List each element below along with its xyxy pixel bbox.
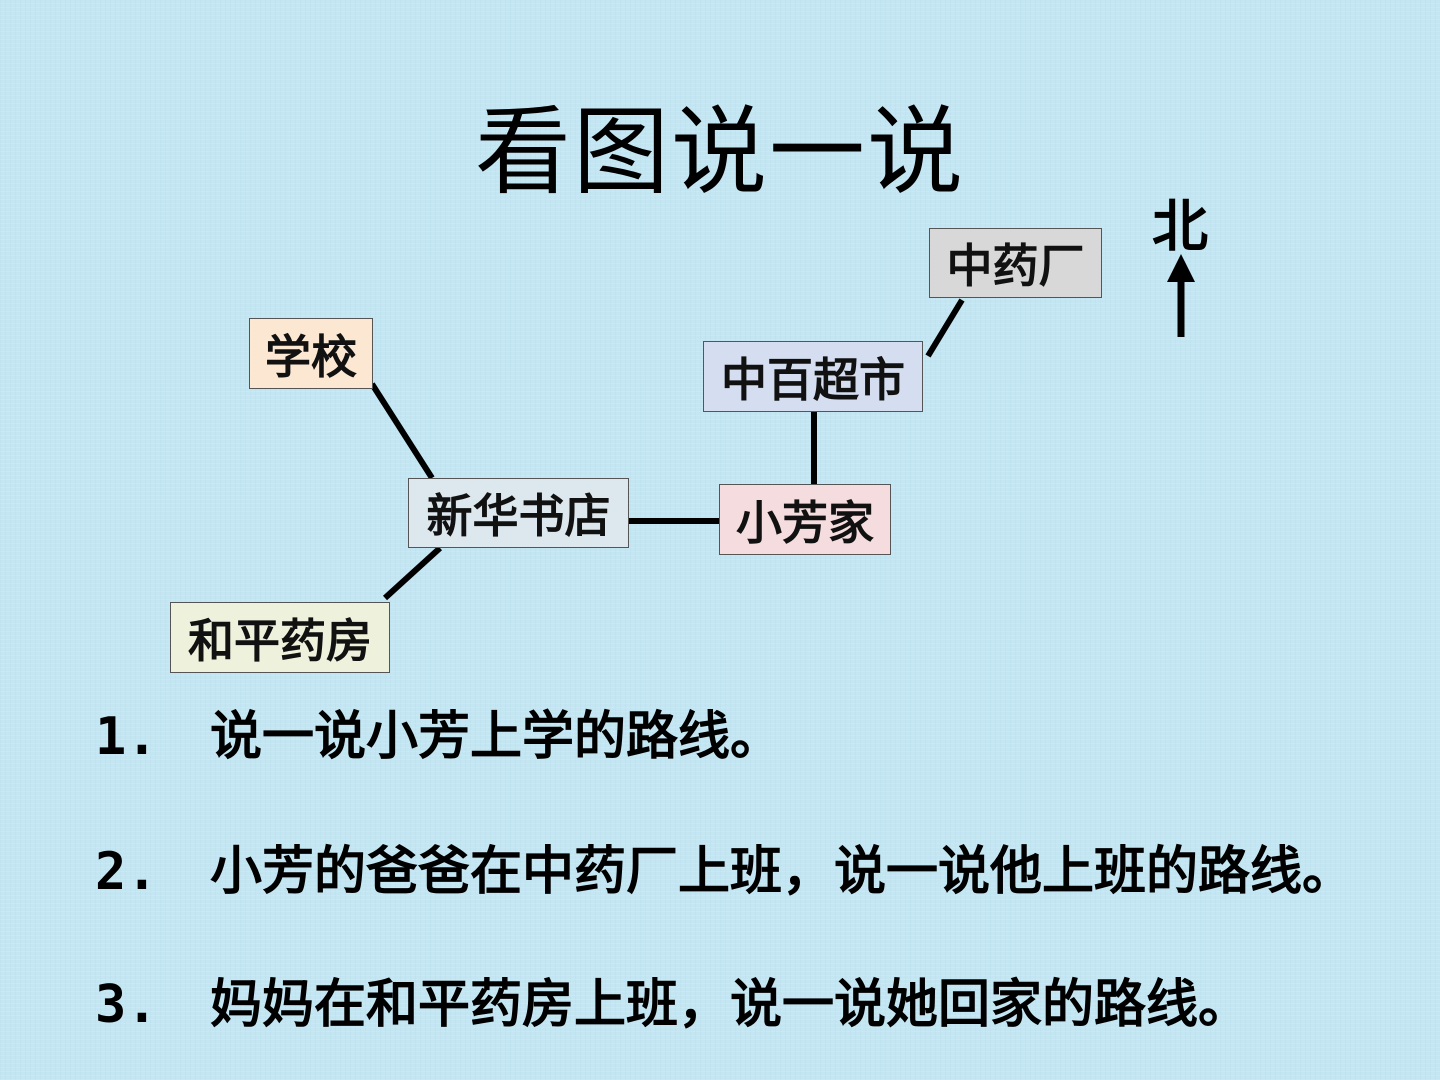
question-text: 小芳的爸爸在中药厂上班，说一说他上班的路线。	[210, 842, 1355, 902]
page-title: 看图说一说	[475, 96, 965, 208]
question-2: 2. 小芳的爸爸在中药厂上班，说一说他上班的路线。	[95, 840, 1354, 904]
question-number: 2.	[95, 842, 158, 902]
north-label: 北	[1152, 195, 1208, 260]
school-box: 学校	[249, 318, 373, 389]
supermarket-box: 中百超市	[703, 341, 923, 412]
bookstore-box: 新华书店	[408, 478, 629, 548]
route-supermarket-factory	[925, 298, 965, 358]
route-school-bookstore	[369, 382, 435, 480]
question-3: 3. 妈妈在和平药房上班，说一说她回家的路线。	[95, 973, 1250, 1037]
home-box: 小芳家	[719, 484, 891, 555]
route-bookstore-pharmacy	[382, 545, 443, 601]
question-text: 妈妈在和平药房上班，说一说她回家的路线。	[210, 975, 1251, 1035]
question-text: 说一说小芳上学的路线。	[210, 707, 783, 767]
pharmacy-box: 和平药房	[170, 602, 390, 673]
question-number: 3.	[95, 975, 158, 1035]
factory-box: 中药厂	[929, 228, 1102, 298]
question-number: 1.	[95, 707, 158, 767]
question-1: 1. 说一说小芳上学的路线。	[95, 705, 782, 769]
north-arrow-icon	[1167, 254, 1195, 337]
